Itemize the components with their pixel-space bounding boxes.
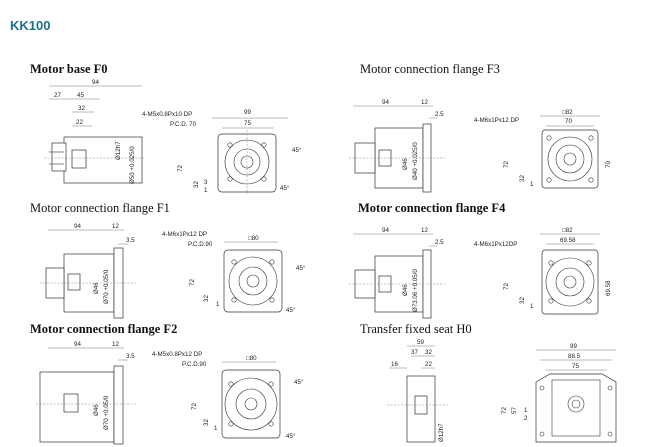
dim-99: 99 — [570, 343, 577, 350]
page-title: KK100 — [10, 18, 51, 33]
dim-59: 59 — [417, 339, 424, 346]
angle-45-top: 45° — [292, 147, 302, 154]
dim-32: 32 — [519, 175, 526, 182]
dim-12: 12 — [421, 99, 428, 106]
dim-1: 1 — [524, 407, 528, 414]
heading-f0: Motor base F0 — [30, 62, 108, 76]
dim-d12h7: Ø12h7 — [438, 423, 445, 442]
dim-sq80: □80 — [248, 235, 259, 242]
dim-sq80: □80 — [246, 355, 257, 362]
dim-d70: Ø70 +0.05/0 — [103, 269, 110, 304]
dim-37: 37 — [411, 349, 418, 356]
dim-2: 2 — [524, 415, 528, 422]
dim-2-5: 2.5 — [435, 111, 444, 118]
dim-94: 94 — [74, 341, 81, 348]
side-view-f3: 94 12 2.5 Ø46 Ø40 +0.025/0 — [349, 99, 445, 193]
dim-88-5: 88.5 — [568, 353, 581, 360]
dim-99: 99 — [244, 109, 251, 116]
dim-57: 57 — [511, 407, 518, 414]
dim-16: 16 — [391, 361, 398, 368]
heading-f4: Motor connection flange F4 — [358, 201, 506, 215]
dim-72: 72 — [191, 403, 198, 410]
dim-12: 12 — [421, 227, 428, 234]
dim-70-v: 70 — [605, 161, 612, 168]
dim-d50: Ø50 +0.025/0 — [129, 146, 136, 184]
dim-1: 1 — [530, 181, 534, 188]
side-view-f2: 94 12 3.5 Ø46 Ø70 +0.05/0 — [36, 341, 138, 445]
dim-32: 32 — [78, 105, 85, 112]
dim-32: 32 — [193, 181, 200, 188]
dim-3-5: 3.5 — [126, 237, 135, 244]
dim-22: 22 — [76, 119, 83, 126]
front-view-h0: 99 88.5 75 72 57 1 2 — [501, 343, 617, 443]
callout-holes: 4-M6x1Px12 DP — [162, 231, 207, 238]
front-view-f3: 4-M6x1Px12 DP □82 70 72 32 1 70 — [474, 109, 612, 189]
front-view-f1: 4-M6x1Px12 DP P.C.D.90 □80 45° 72 32 1 4… — [162, 231, 306, 314]
dim-45: 45 — [77, 92, 84, 99]
dim-94: 94 — [74, 223, 81, 230]
dim-1: 1 — [530, 303, 534, 310]
dim-27: 27 — [54, 92, 61, 99]
dim-3-5: 3.5 — [126, 353, 135, 360]
dim-72: 72 — [503, 283, 510, 290]
dim-d70: Ø70 +0.05/0 — [103, 395, 110, 430]
dim-12: 12 — [112, 341, 119, 348]
angle-45-bottom: 45° — [280, 185, 290, 192]
heading-f3: Motor connection flange F3 — [360, 62, 500, 76]
callout-holes: 4-M5x0.8Px12 DP — [152, 351, 202, 358]
dim-94: 94 — [92, 79, 99, 86]
angle-45-top: 45° — [296, 265, 306, 272]
dim-75: 75 — [572, 363, 579, 370]
dim-32: 32 — [519, 297, 526, 304]
dim-sq82: □82 — [562, 227, 573, 234]
callout-pcd: P.C.D.90 — [182, 361, 207, 368]
dim-69-58: 69.58 — [560, 237, 576, 244]
angle-45-bottom: 45° — [286, 307, 296, 314]
dim-72: 72 — [501, 407, 508, 414]
front-view-f2: 4-M5x0.8Px12 DP P.C.D.90 □80 45° 72 32 1… — [152, 351, 304, 440]
dim-69-58-v: 69.58 — [605, 280, 612, 296]
dim-70: 70 — [565, 118, 572, 125]
angle-45-bottom: 45° — [286, 433, 296, 440]
dim-d46: Ø46 — [402, 284, 409, 296]
dim-d12h7: Ø12h7 — [115, 141, 122, 160]
dim-32: 32 — [203, 419, 210, 426]
callout-holes: 4-M5x0.8Px10 DP — [142, 111, 192, 118]
heading-f1: Motor connection flange F1 — [30, 201, 170, 215]
dim-d46: Ø46 — [402, 158, 409, 170]
heading-f2: Motor connection flange F2 — [30, 322, 178, 336]
dim-12: 12 — [112, 223, 119, 230]
dim-d73-06: Ø73.06 +0.05/0 — [412, 269, 419, 312]
callout-holes: 4-M6x1Px12 DP — [474, 117, 519, 124]
side-view-f4: 94 12 2.5 Ø46 Ø73.06 +0.05/0 — [349, 227, 445, 319]
dim-d46: Ø46 — [93, 282, 100, 294]
dim-d46: Ø46 — [93, 404, 100, 416]
dim-94: 94 — [382, 99, 389, 106]
side-view-h0: 59 37 32 16 22 Ø12h7 — [387, 339, 449, 443]
dim-32: 32 — [425, 349, 432, 356]
front-view-f4: 4-M6x1Px12DP □82 69.58 72 32 1 69.58 — [474, 227, 612, 315]
angle-45-top: 45° — [294, 379, 304, 386]
dim-72: 72 — [177, 165, 184, 172]
dim-1: 1 — [214, 425, 218, 432]
dim-sq82: □82 — [562, 109, 573, 116]
dim-22: 22 — [425, 361, 432, 368]
dim-1: 1 — [204, 187, 208, 194]
front-view-f0: 4-M5x0.8Px10 DP P.C.D. 70 99 75 45° 72 3… — [142, 109, 302, 194]
dim-32: 32 — [203, 295, 210, 302]
dim-2-5: 2.5 — [435, 239, 444, 246]
dim-1: 1 — [216, 301, 220, 308]
dim-3: 3 — [204, 179, 208, 186]
dim-72: 72 — [503, 161, 510, 168]
callout-pcd: P.C.D. 70 — [170, 121, 197, 128]
dim-72: 72 — [189, 279, 196, 286]
dim-d40: Ø40 +0.025/0 — [412, 142, 419, 180]
side-view-f0: 94 27 45 32 22 Ø12h7 Ø50 +0.025/0 — [44, 79, 146, 184]
callout-pcd: P.C.D.90 — [188, 241, 213, 248]
dim-94: 94 — [382, 227, 389, 234]
side-view-f1: 94 12 3.5 Ø46 Ø70 +0.05/0 — [40, 223, 138, 319]
dim-75: 75 — [244, 120, 251, 127]
callout-holes: 4-M6x1Px12DP — [474, 241, 517, 248]
heading-h0: Transfer fixed seat H0 — [360, 322, 472, 336]
